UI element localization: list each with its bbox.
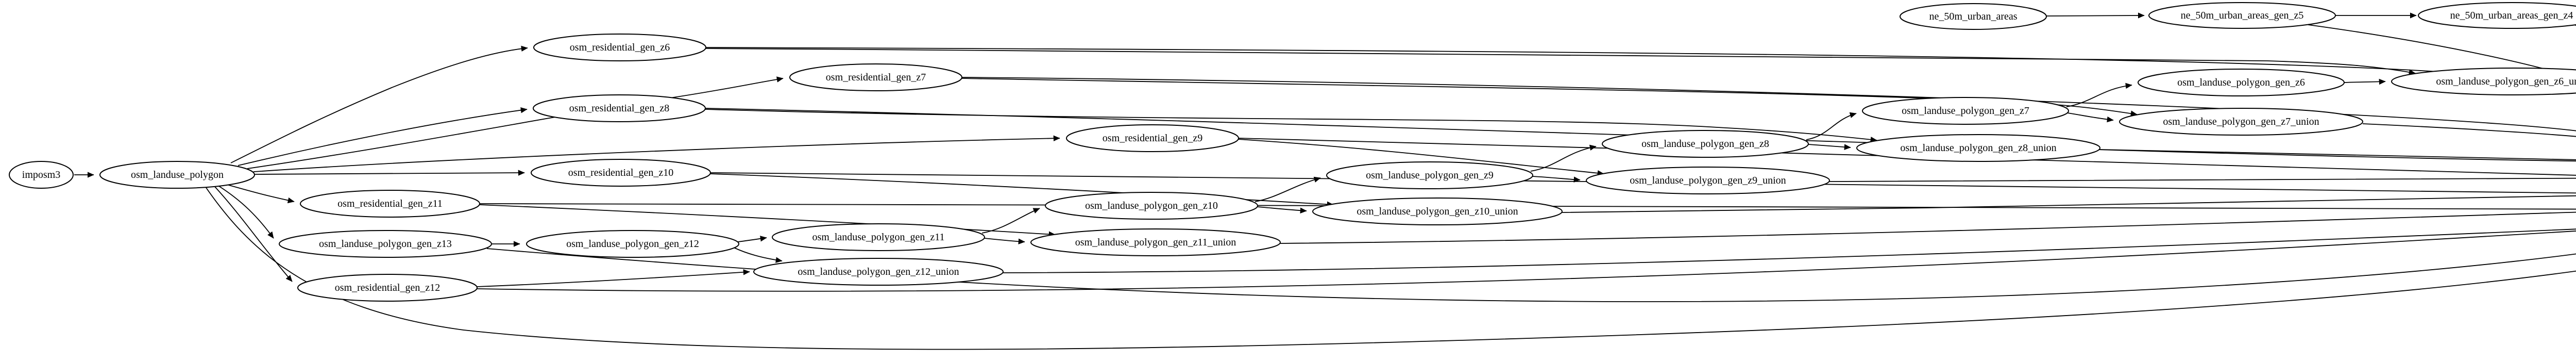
edge-osm_landuse_polygon--osm_residential_gen_z11 bbox=[225, 184, 295, 204]
node-osm_landuse_polygon_gen_z11_union: osm_landuse_polygon_gen_z11_union bbox=[1030, 228, 1281, 256]
node-label: osm_landuse_polygon_gen_z10_union bbox=[1357, 206, 1518, 217]
edge-gen_z7_union--z7 bbox=[2362, 123, 2576, 137]
node-label: osm_landuse_polygon_gen_z12 bbox=[566, 238, 699, 250]
edge-gen_z8_union--z8 bbox=[2099, 149, 2576, 160]
edge-res_z7--gen_z7_union bbox=[961, 78, 2138, 117]
node-osm_landuse_polygon_gen_z7: osm_landuse_polygon_gen_z7 bbox=[1862, 97, 2069, 125]
node-osm_landuse_polygon_gen_z10: osm_landuse_polygon_gen_z10 bbox=[1045, 192, 1258, 220]
node-label: osm_landuse_polygon_gen_z11 bbox=[812, 232, 944, 243]
node-label: osm_landuse_polygon_gen_z8 bbox=[1641, 138, 1769, 150]
edge-gen_z8--gen_z7 bbox=[1806, 112, 1857, 140]
edge-gen_z7--gen_z6 bbox=[2066, 83, 2132, 107]
edge-gen_z12_union--z12 bbox=[1003, 228, 2576, 273]
edge-res_z12--gen_z12_union bbox=[477, 269, 750, 287]
node-ne_50m_urban_areas_gen_z4: ne_50m_urban_areas_gen_z4 bbox=[2418, 2, 2576, 29]
node-label: osm_landuse_polygon bbox=[131, 169, 224, 180]
edge-osm_landuse_polygon--layer_landuse_z14 bbox=[205, 186, 2576, 350]
edge-res_z11--gen_z11_union bbox=[479, 204, 1056, 238]
edge-gen_z6--gen_z6_union bbox=[2344, 78, 2386, 85]
node-label: osm_landuse_polygon_gen_z7_union bbox=[2163, 116, 2319, 127]
node-label: osm_landuse_polygon_gen_z11_union bbox=[1075, 237, 1236, 248]
node-label: ne_50m_urban_areas bbox=[1929, 11, 2017, 22]
node-label: osm_residential_gen_z6 bbox=[570, 42, 670, 53]
node-label: osm_landuse_polygon_gen_z9 bbox=[1366, 170, 1494, 181]
node-label: osm_landuse_polygon_gen_z8_union bbox=[1900, 142, 2056, 154]
edge-gen_z12--gen_z11 bbox=[737, 236, 767, 242]
node-osm_residential_gen_z8: osm_residential_gen_z8 bbox=[533, 94, 706, 122]
edge-osm_landuse_polygon--osm_residential_gen_z6 bbox=[230, 45, 528, 163]
node-ne_50m_urban_areas: ne_50m_urban_areas bbox=[1900, 3, 2047, 30]
node-osm_residential_gen_z12: osm_residential_gen_z12 bbox=[297, 274, 478, 302]
edge-gen_z9_union--z9 bbox=[1829, 178, 2576, 182]
edge-osm_landuse_polygon--osm_residential_gen_z10 bbox=[254, 170, 525, 176]
edge-gen_z12--gen_z12_union bbox=[733, 247, 783, 263]
edge-gen_z9--gen_z8 bbox=[1530, 144, 1597, 172]
node-label: ne_50m_urban_areas_gen_z5 bbox=[2181, 10, 2304, 21]
edge-ne_50m--ne_50m_gen_z5 bbox=[2046, 12, 2145, 19]
node-osm_landuse_polygon_gen_z6_union: osm_landuse_polygon_gen_z6_union bbox=[2391, 68, 2576, 95]
node-label: osm_residential_gen_z11 bbox=[337, 198, 443, 209]
edge-gen_z10_union--z10 bbox=[1562, 195, 2576, 213]
node-label: osm_residential_gen_z10 bbox=[568, 167, 673, 178]
edge-osm_landuse_polygon--osm_residential_gen_z7 bbox=[247, 76, 784, 169]
edge-res_z9--gen_z9_union bbox=[1238, 139, 1604, 176]
node-label: osm_landuse_polygon_gen_z6_union bbox=[2436, 76, 2576, 87]
edge-gen_z11--gen_z11_union bbox=[984, 238, 1025, 244]
node-osm_landuse_polygon_gen_z9_union: osm_landuse_polygon_gen_z9_union bbox=[1586, 167, 1830, 194]
edge-res_z12--z12 bbox=[477, 231, 2576, 292]
node-label: osm_residential_gen_z7 bbox=[826, 72, 926, 83]
node-osm_residential_gen_z11: osm_residential_gen_z11 bbox=[300, 190, 480, 218]
node-label: imposm3 bbox=[22, 169, 60, 180]
node-osm_residential_gen_z6: osm_residential_gen_z6 bbox=[533, 34, 706, 61]
node-osm_landuse_polygon_gen_z10_union: osm_landuse_polygon_gen_z10_union bbox=[1312, 198, 1563, 225]
edge-res_z10--gen_z10_union bbox=[710, 173, 1334, 208]
node-label: ne_50m_urban_areas_gen_z4 bbox=[2450, 10, 2573, 21]
node-osm_landuse_polygon_gen_z11: osm_landuse_polygon_gen_z11 bbox=[772, 223, 985, 251]
node-imposm3: imposm3 bbox=[9, 161, 74, 189]
node-label: osm_residential_gen_z8 bbox=[569, 103, 669, 114]
edge-osm_landuse_polygon--osm_residential_gen_z8 bbox=[238, 107, 528, 166]
node-osm_landuse_polygon: osm_landuse_polygon bbox=[99, 161, 255, 189]
edge-gen_z10--gen_z9 bbox=[1255, 176, 1321, 202]
edge-osm_landuse_polygon--osm_residential_gen_z12 bbox=[214, 186, 293, 282]
node-ne_50m_urban_areas_gen_z5: ne_50m_urban_areas_gen_z5 bbox=[2148, 2, 2336, 29]
node-label: osm_landuse_polygon_gen_z6 bbox=[2177, 77, 2305, 88]
edge-gen_z8--gen_z8_union bbox=[1808, 144, 1851, 150]
edge-res_z7--z7 bbox=[961, 77, 2576, 131]
node-label: osm_residential_gen_z9 bbox=[1103, 133, 1202, 144]
node-label: osm_landuse_polygon_gen_z12_union bbox=[798, 266, 959, 277]
node-osm_landuse_polygon_gen_z12_union: osm_landuse_polygon_gen_z12_union bbox=[753, 258, 1004, 286]
edge-gen_z9--gen_z9_union bbox=[1532, 176, 1581, 183]
edge-osm_landuse_polygon--osm_landuse_polygon_gen_z13 bbox=[218, 186, 274, 239]
node-osm_landuse_polygon_gen_z12: osm_landuse_polygon_gen_z12 bbox=[526, 230, 739, 258]
node-label: osm_residential_gen_z12 bbox=[335, 282, 440, 293]
node-label: osm_landuse_polygon_gen_z7 bbox=[1902, 105, 2029, 117]
edge-res_z11--z11 bbox=[479, 203, 2576, 210]
node-osm_residential_gen_z10: osm_residential_gen_z10 bbox=[531, 159, 711, 187]
node-osm_residential_gen_z7: osm_residential_gen_z7 bbox=[789, 63, 962, 91]
node-label: osm_landuse_polygon_gen_z13 bbox=[319, 238, 452, 250]
edge-layer bbox=[74, 12, 2576, 350]
node-label: osm_landuse_polygon_gen_z9_union bbox=[1630, 175, 1786, 186]
edge-osm_landuse_polygon--osm_residential_gen_z9 bbox=[253, 135, 1060, 172]
edge-gen_z11--gen_z10 bbox=[981, 208, 1040, 234]
node-osm_landuse_polygon_gen_z8: osm_landuse_polygon_gen_z8 bbox=[1602, 130, 1809, 158]
node-osm_landuse_polygon_gen_z8_union: osm_landuse_polygon_gen_z8_union bbox=[1856, 134, 2100, 162]
node-label: osm_landuse_polygon_gen_z10 bbox=[1085, 200, 1218, 211]
node-osm_landuse_polygon_gen_z6: osm_landuse_polygon_gen_z6 bbox=[2138, 69, 2345, 96]
node-osm_landuse_polygon_gen_z9: osm_landuse_polygon_gen_z9 bbox=[1326, 161, 1533, 189]
node-osm_residential_gen_z9: osm_residential_gen_z9 bbox=[1066, 124, 1239, 152]
node-osm_landuse_polygon_gen_z13: osm_landuse_polygon_gen_z13 bbox=[279, 230, 492, 258]
node-osm_landuse_polygon_gen_z7_union: osm_landuse_polygon_gen_z7_union bbox=[2119, 108, 2363, 136]
edge-gen_z10--gen_z10_union bbox=[1257, 206, 1307, 214]
edge-gen_z11_union--z11 bbox=[1280, 211, 2576, 244]
edge-gen_z7--gen_z7_union bbox=[2067, 112, 2114, 123]
